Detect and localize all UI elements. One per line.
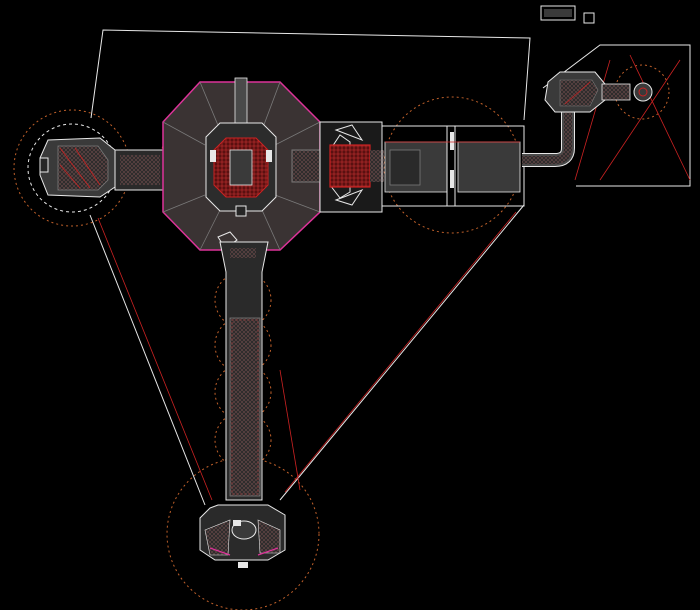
south-room bbox=[199, 504, 286, 568]
south-corridor bbox=[219, 241, 269, 501]
central-octagon bbox=[162, 77, 321, 251]
outer-boundary bbox=[89, 29, 691, 506]
map-key-markers bbox=[540, 5, 595, 24]
northeast-room bbox=[544, 71, 653, 113]
east-corridor bbox=[291, 121, 384, 213]
west-room bbox=[27, 123, 164, 213]
trigger-lines bbox=[97, 54, 691, 501]
northeast-pipe bbox=[522, 110, 575, 167]
